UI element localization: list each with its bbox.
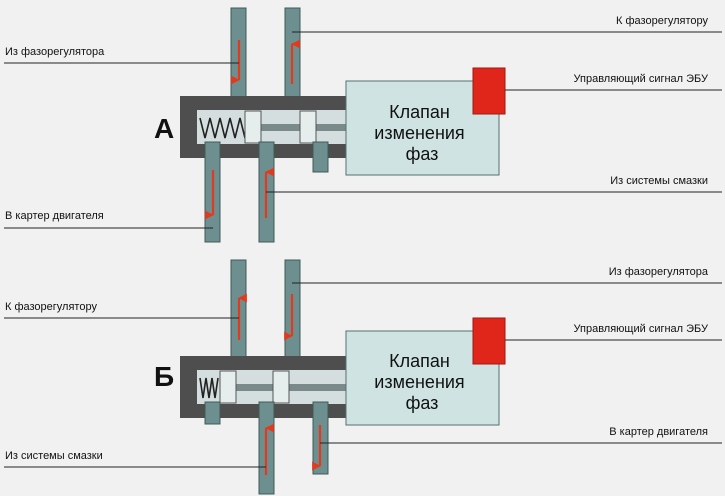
label-a-ecu-signal: Управляющий сигнал ЭБУ	[574, 73, 709, 85]
spool-land-b1	[219, 370, 237, 404]
label-a-from-lubrication: Из системы смазки	[610, 175, 708, 187]
diagram-b: Клапан изменения фаз Б К фазорегулятору …	[4, 259, 722, 495]
spool-rod-a	[245, 124, 352, 131]
label-a-from-phaser: Из фазорегулятора	[5, 46, 105, 58]
spring-a	[199, 117, 246, 139]
diagram-letter-a: А	[154, 113, 174, 144]
label-a-to-phaser: К фазорегулятору	[616, 15, 708, 27]
label-b-to-crankcase: В картер двигателя	[609, 426, 708, 438]
diagram-a: Клапан изменения фаз А Из фазорегулятора…	[4, 7, 722, 243]
label-b-from-phaser: Из фазорегулятора	[609, 266, 709, 278]
spool-land-b2	[272, 370, 290, 404]
pipe-b-stub	[204, 401, 221, 425]
label-b-ecu-signal: Управляющий сигнал ЭБУ	[574, 323, 709, 335]
valve-label-a: Клапан изменения фаз	[374, 102, 469, 164]
valve-label-b: Клапан изменения фаз	[374, 351, 469, 413]
ecu-signal-block-b	[472, 317, 506, 365]
label-a-to-crankcase: В картер двигателя	[5, 210, 104, 222]
spool-land-a1	[244, 110, 262, 144]
label-b-to-phaser: К фазорегулятору	[5, 301, 97, 313]
label-b-from-lubrication: Из системы смазки	[5, 450, 103, 462]
spring-b	[199, 377, 219, 399]
diagram-letter-b: Б	[154, 361, 174, 392]
pipe-a-stub	[312, 141, 329, 173]
ecu-signal-block-a	[472, 67, 506, 115]
spool-land-a2	[299, 110, 317, 144]
